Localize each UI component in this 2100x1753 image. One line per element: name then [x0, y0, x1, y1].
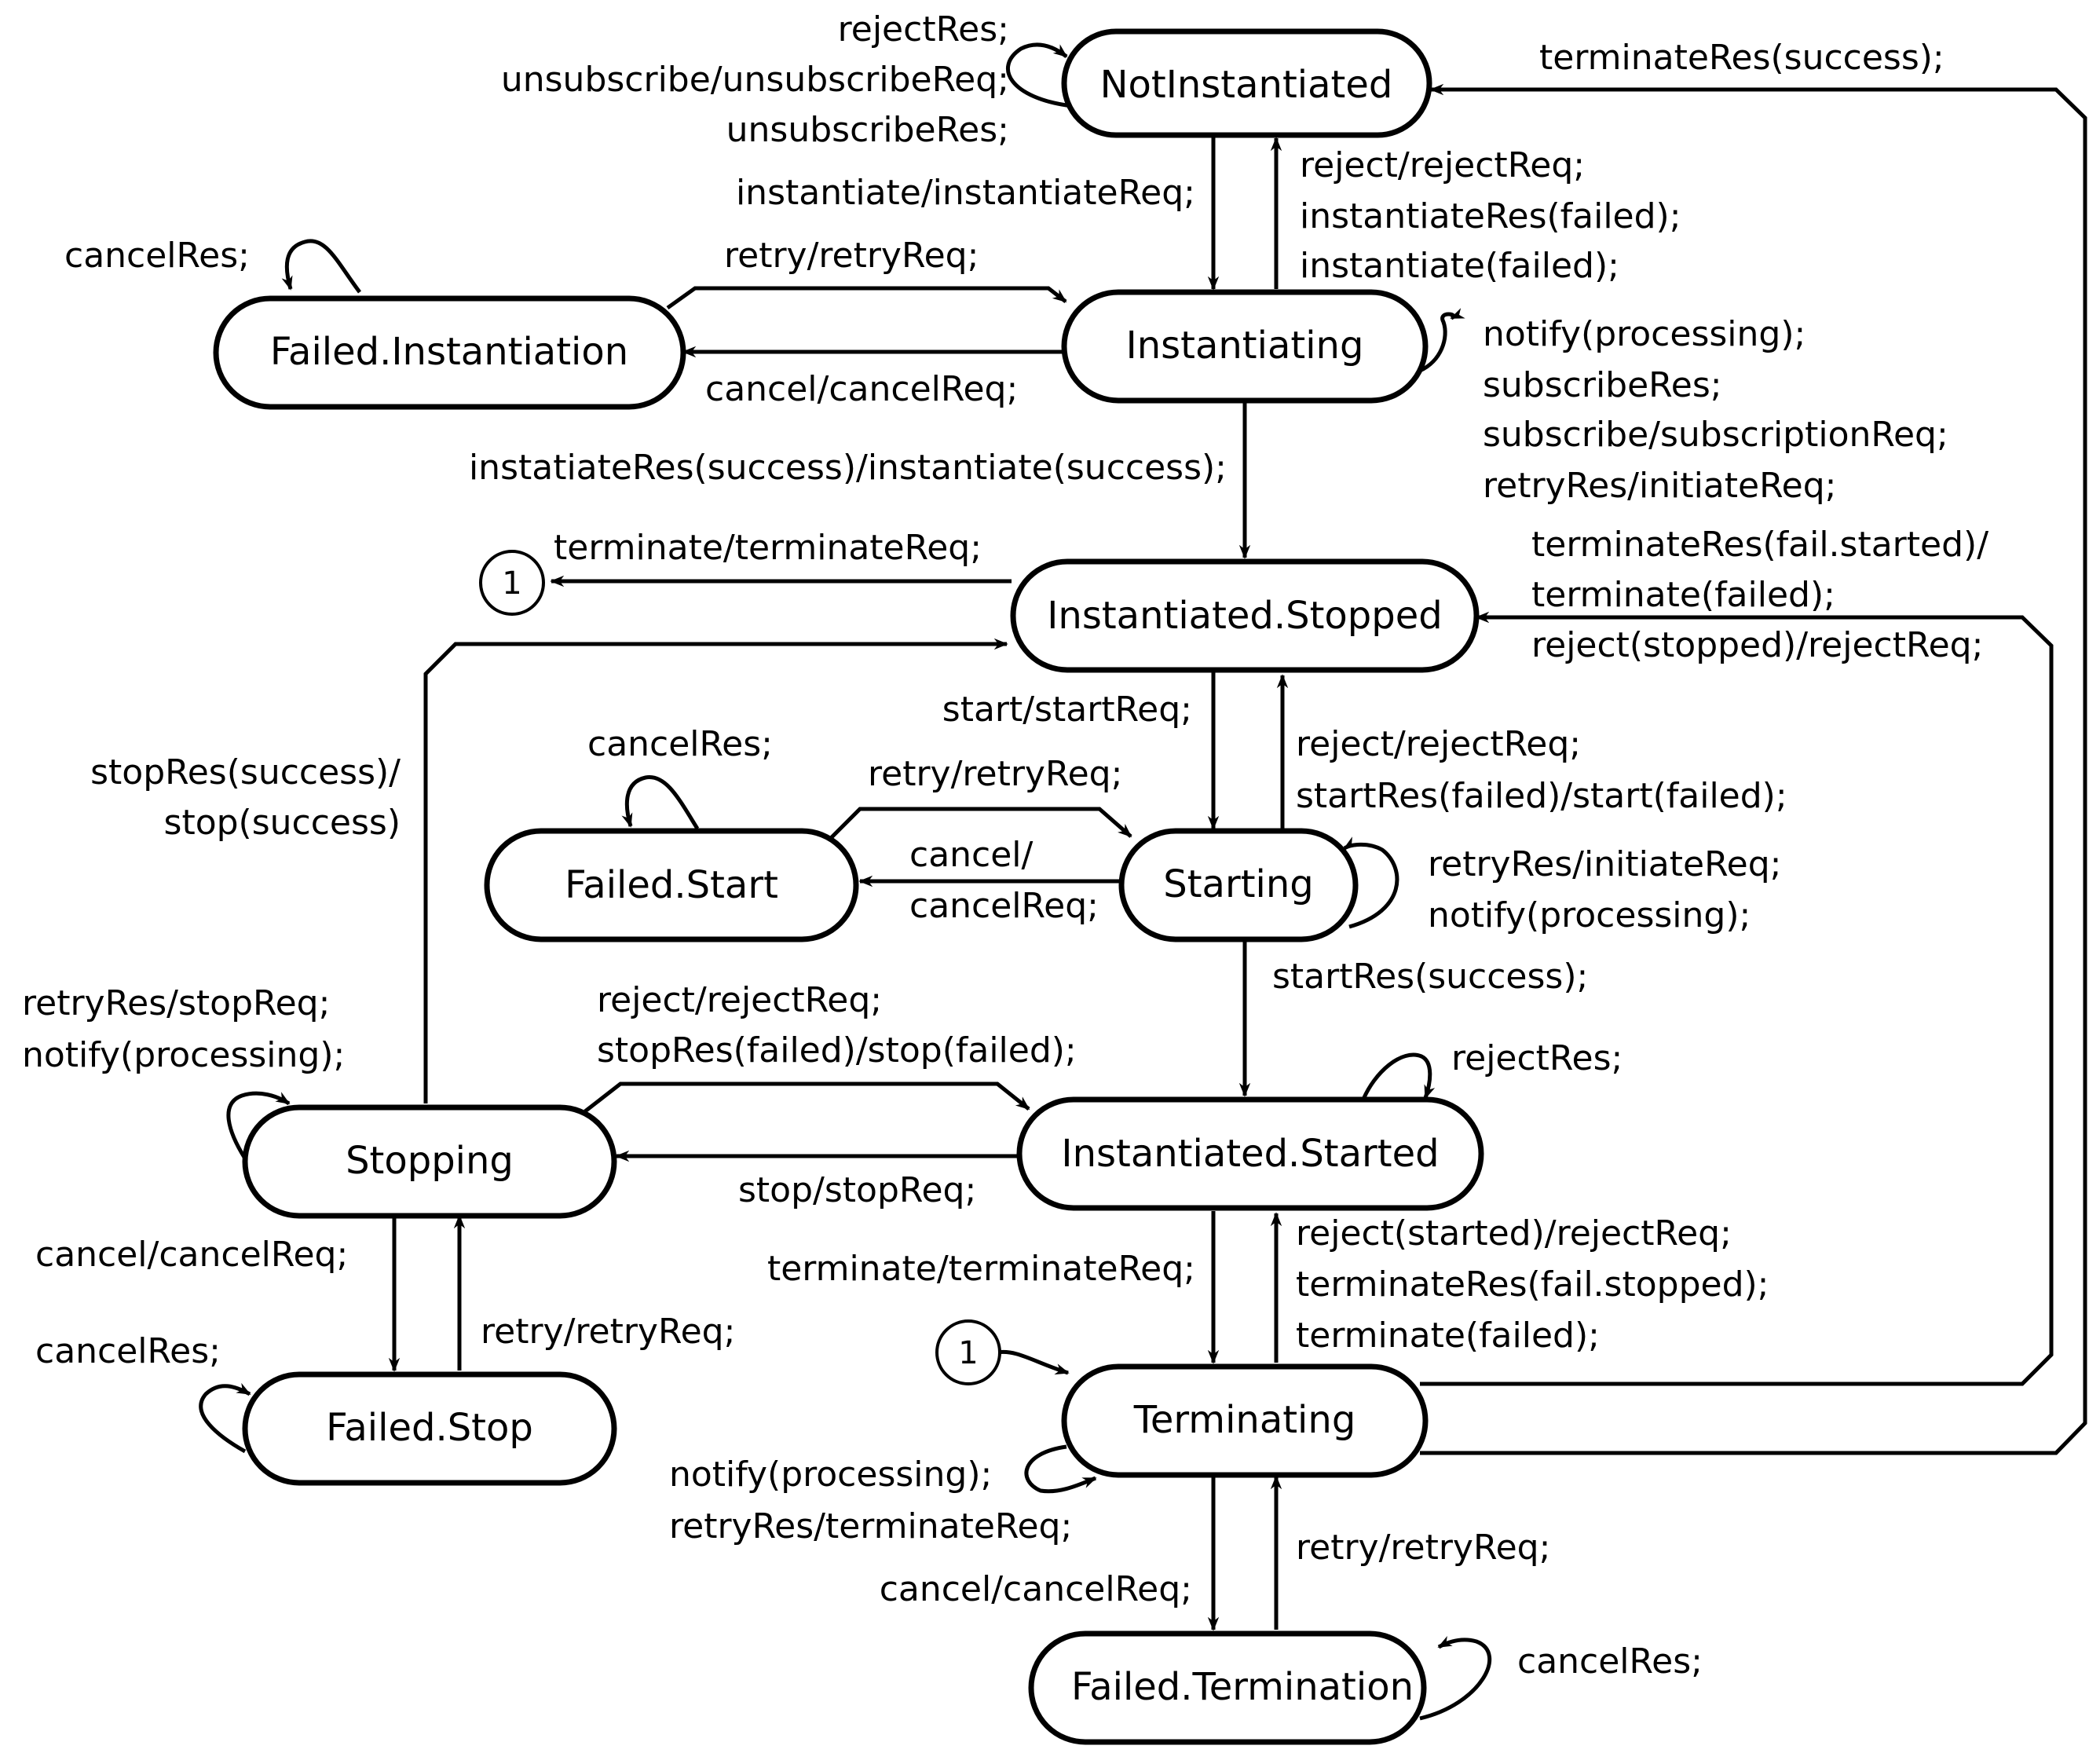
label-inst-to-ni-3: instantiate(failed); — [1300, 246, 1619, 286]
label-inst-to-ni-2: instantiateRes(failed); — [1300, 196, 1681, 236]
label-stopping-to-fstop: cancel/cancelReq; — [35, 1235, 348, 1275]
label-starting-to-started: startRes(success); — [1272, 957, 1588, 997]
label-stopping-to-started-1: reject/rejectReq; — [597, 980, 882, 1020]
state-label: Terminating — [1133, 1398, 1356, 1442]
state-failed-stop: Failed.Stop — [242, 1371, 617, 1486]
label-inst-to-stopped: instatiateRes(success)/instantiate(succe… — [469, 448, 1227, 488]
label-term-to-started-1: reject(started)/rejectReq; — [1296, 1213, 1732, 1253]
label-term-self-1: notify(processing); — [669, 1455, 992, 1495]
label-stopping-to-stopped-1: stopRes(success)/ — [90, 752, 401, 792]
state-instantiating: Instantiating — [1061, 289, 1429, 404]
label-stopped-to-starting: start/startReq; — [942, 690, 1192, 730]
edge-failed-start-to-starting — [827, 807, 1132, 842]
state-failed-instantiation: Failed.Instantiation — [213, 295, 686, 410]
connector-1-bottom: 1 — [935, 1319, 1001, 1385]
label-fi-self: cancelRes; — [64, 236, 250, 276]
label-term-to-started-2: terminateRes(fail.stopped); — [1296, 1264, 1769, 1305]
state-stopping: Stopping — [242, 1104, 617, 1219]
label-starting-to-stopped-1: reject/rejectReq; — [1296, 724, 1581, 764]
state-failed-termination: Failed.Termination — [1028, 1630, 1427, 1745]
label-stopping-to-started-2: stopRes(failed)/stop(failed); — [597, 1030, 1077, 1070]
label-fi-to-inst: retry/retryReq; — [724, 236, 979, 276]
label-started-to-term: terminate/terminateReq; — [767, 1249, 1195, 1289]
state-label: Instantiating — [1126, 324, 1364, 368]
connector-label: 1 — [958, 1335, 978, 1371]
state-terminating: Terminating — [1061, 1363, 1429, 1478]
edge-started-self — [1360, 1052, 1436, 1102]
label-fstop-self: cancelRes; — [35, 1331, 221, 1371]
state-label: Stopping — [346, 1139, 514, 1183]
label-term-to-stopped-3: reject(stopped)/rejectReq; — [1531, 625, 1983, 665]
label-term-to-stopped-1: terminateRes(fail.started)/ — [1531, 525, 1988, 565]
state-label: Failed.Start — [565, 863, 778, 907]
label-fs-self: cancelRes; — [587, 724, 773, 764]
label-started-to-stopping: stop/stopReq; — [738, 1170, 976, 1210]
transitions — [199, 42, 2087, 1721]
state-label: Starting — [1163, 862, 1313, 906]
edge-failed-instantiation-self — [281, 239, 361, 294]
state-label: Failed.Stop — [326, 1406, 533, 1450]
state-label: Instantiated.Stopped — [1047, 594, 1442, 638]
label-ni-to-inst: instantiate/instantiateReq; — [736, 173, 1195, 213]
edge-failed-instantiation-to-instantiating — [666, 286, 1067, 310]
edge-terminating-to-not-instantiated — [1420, 83, 2087, 1455]
label-inst-to-ni-1: reject/rejectReq; — [1300, 145, 1585, 185]
label-started-self: rejectRes; — [1451, 1038, 1623, 1078]
edge-starting-self — [1343, 836, 1399, 929]
state-not-instantiated: NotInstantiated — [1061, 28, 1432, 138]
label-starting-to-fs-2: cancelReq; — [909, 886, 1099, 926]
label-stopped-to-c1: terminate/terminateReq; — [554, 528, 982, 568]
label-term-self-2: retryRes/terminateReq; — [669, 1506, 1072, 1546]
label-stopping-to-stopped-2: stop(success) — [164, 803, 401, 843]
edge-instantiating-self — [1418, 308, 1465, 373]
label-term-to-stopped-2: terminate(failed); — [1531, 575, 1835, 615]
label-starting-to-stopped-2: startRes(failed)/start(failed); — [1296, 776, 1787, 816]
label-starting-self-1: retryRes/initiateReq; — [1428, 844, 1782, 884]
label-term-to-ni: terminateRes(success); — [1539, 38, 1945, 78]
state-instantiated-stopped: Instantiated.Stopped — [1010, 558, 1480, 673]
state-label: Failed.Instantiation — [270, 330, 628, 374]
edge-not-instantiated-self — [1005, 42, 1073, 108]
edge-failed-termination-self — [1419, 1635, 1492, 1721]
label-fs-to-starting: retry/retryReq; — [868, 754, 1122, 794]
state-label: Instantiated.Started — [1061, 1132, 1439, 1176]
edge-terminating-to-stopped — [1420, 611, 2054, 1386]
state-label: NotInstantiated — [1100, 63, 1393, 107]
state-failed-start: Failed.Start — [484, 828, 859, 942]
label-stopping-self-2: notify(processing); — [22, 1035, 345, 1075]
label-inst-self-3: subscribe/subscriptionReq; — [1483, 415, 1948, 455]
state-label: Failed.Termination — [1071, 1665, 1414, 1709]
edge-failed-stop-self — [199, 1382, 251, 1454]
label-ni-self-1: rejectRes; — [838, 9, 1009, 49]
label-stopping-self-1: retryRes/stopReq; — [22, 983, 330, 1023]
label-inst-self-1: notify(processing); — [1483, 314, 1805, 354]
edge-failed-start-self — [621, 775, 700, 830]
state-instantiated-started: Instantiated.Started — [1016, 1096, 1484, 1211]
label-inst-to-fi: cancel/cancelReq; — [705, 369, 1018, 409]
edge-stopping-self — [226, 1091, 291, 1160]
label-ni-self-2: unsubscribe/unsubscribeReq; — [501, 60, 1009, 100]
label-inst-self-2: subscribeRes; — [1483, 365, 1722, 405]
connector-label: 1 — [502, 565, 521, 602]
label-starting-self-2: notify(processing); — [1428, 895, 1751, 935]
edge-stopping-to-stopped — [423, 638, 1008, 1103]
transition-labels: rejectRes; unsubscribe/unsubscribeReq; u… — [22, 9, 1988, 1682]
label-term-to-started-3: terminate(failed); — [1296, 1316, 1600, 1356]
label-ft-self: cancelRes; — [1517, 1641, 1703, 1682]
edge-terminating-self — [1024, 1444, 1097, 1494]
state-starting: Starting — [1118, 828, 1359, 942]
connector-1-top: 1 — [479, 550, 545, 616]
label-fstop-to-stopping: retry/retryReq; — [481, 1312, 735, 1352]
label-ft-to-term: retry/retryReq; — [1296, 1528, 1550, 1568]
label-term-to-ft: cancel/cancelReq; — [880, 1569, 1192, 1609]
edge-connector-to-terminating — [997, 1349, 1070, 1375]
edge-stopping-to-started — [584, 1081, 1030, 1113]
label-inst-self-4: retryRes/initiateReq; — [1483, 466, 1837, 506]
label-ni-self-3: unsubscribeRes; — [726, 110, 1009, 150]
label-starting-to-fs-1: cancel/ — [909, 835, 1034, 875]
